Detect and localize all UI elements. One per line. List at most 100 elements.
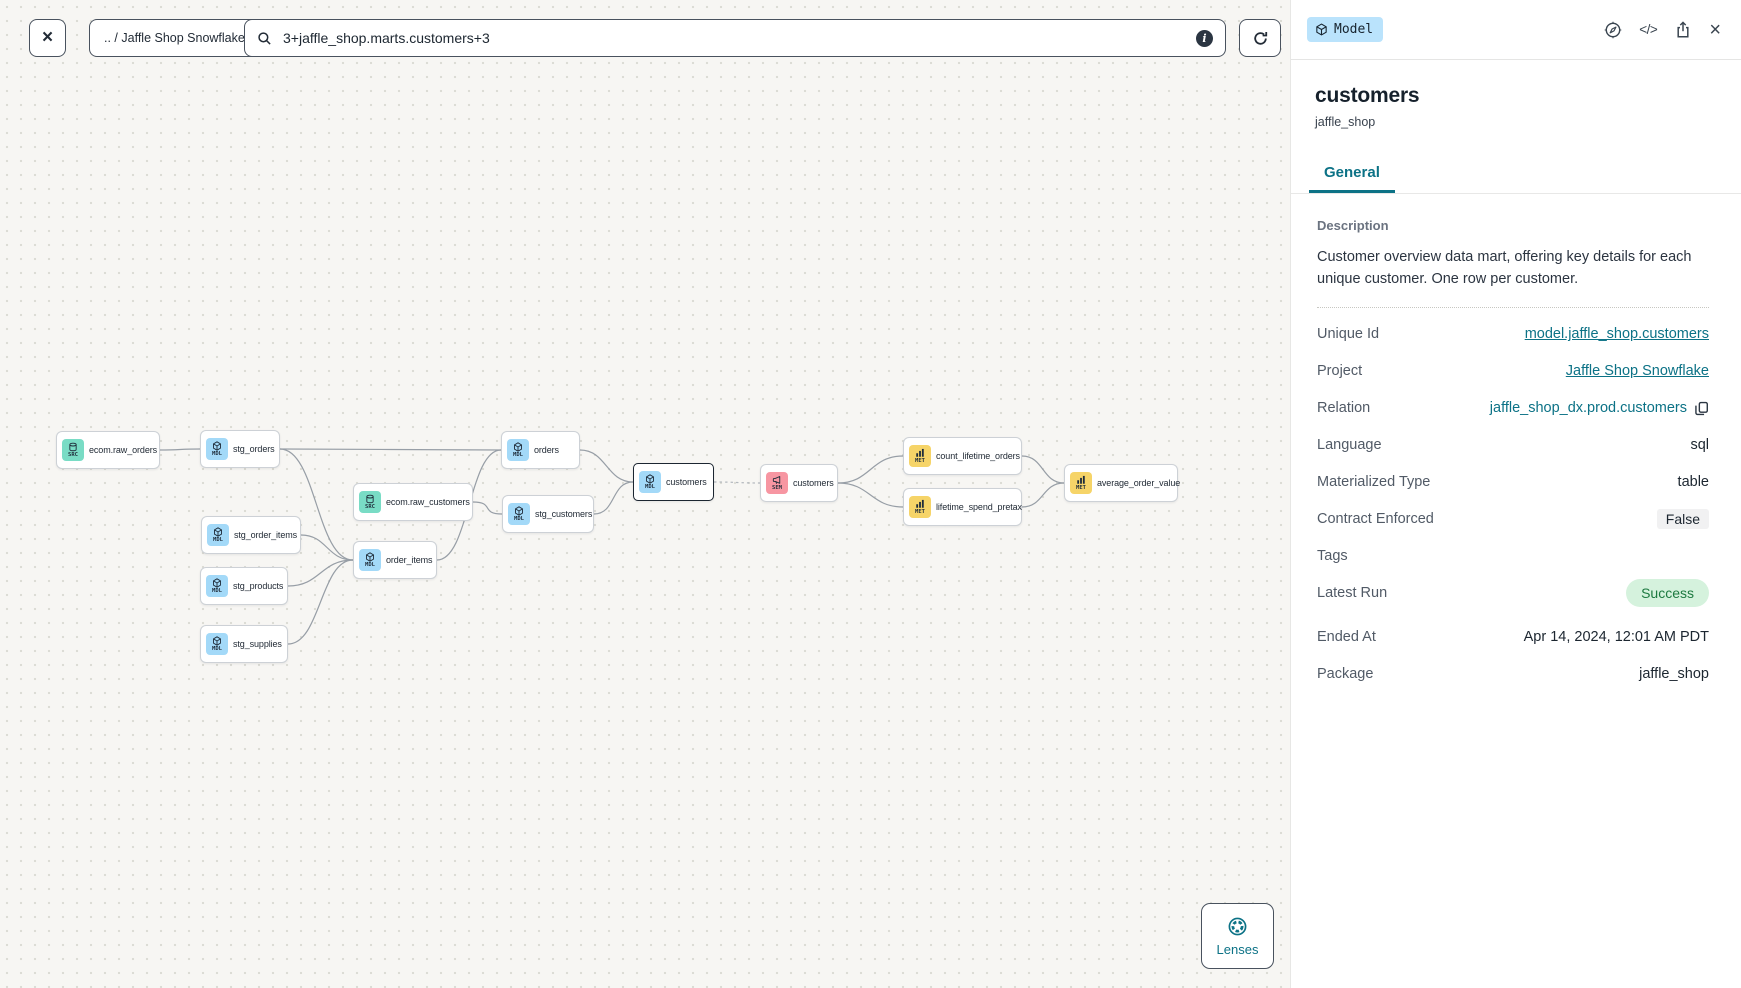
field-label-language: Language xyxy=(1317,437,1382,454)
explore-button[interactable] xyxy=(1604,20,1622,40)
mdl-icon: MDL xyxy=(206,438,228,460)
field-value-unique-id[interactable]: model.jaffle_shop.customers xyxy=(1524,326,1709,343)
dag-edge xyxy=(287,559,354,587)
resource-type-badge: Model xyxy=(1307,17,1384,42)
node-label: stg_orders xyxy=(233,444,275,454)
tab-general[interactable]: General xyxy=(1309,155,1395,193)
field-row-unique-id: Unique Id model.jaffle_shop.customers xyxy=(1317,316,1709,353)
dag-node-stg_customers[interactable]: MDL stg_customers xyxy=(502,495,594,533)
field-label-latest-run: Latest Run xyxy=(1317,585,1388,602)
dag-node-stg_orders[interactable]: MDL stg_orders xyxy=(200,430,280,468)
search-icon xyxy=(258,31,271,45)
node-label: order_items xyxy=(386,555,433,565)
description-text: Customer overview data mart, offering ke… xyxy=(1317,249,1692,288)
lenses-button[interactable]: Lenses xyxy=(1201,903,1274,969)
dag-edge xyxy=(837,455,904,484)
field-row-package: Package jaffle_shop xyxy=(1317,656,1709,693)
field-value-package: jaffle_shop xyxy=(1639,666,1709,683)
node-label: ecom.raw_orders xyxy=(89,445,158,455)
field-value-contract-enforced: False xyxy=(1656,509,1709,530)
field-label-project: Project xyxy=(1317,363,1363,380)
field-label-contract-enforced: Contract Enforced xyxy=(1317,511,1434,528)
lineage-search[interactable]: i xyxy=(244,19,1226,57)
lenses-icon xyxy=(1228,917,1247,935)
node-label: ecom.raw_customers xyxy=(386,497,470,507)
dag-node-order_items[interactable]: MDL order_items xyxy=(353,541,437,579)
field-label-ended-at: Ended At xyxy=(1317,629,1376,646)
dag-node-raw_orders[interactable]: SRC ecom.raw_orders xyxy=(56,431,160,469)
model-title: customers xyxy=(1315,84,1420,107)
copy-icon xyxy=(1695,401,1708,416)
node-label: average_order_value xyxy=(1097,478,1181,488)
node-label: stg_supplies xyxy=(233,639,282,649)
dag-edge xyxy=(579,449,634,483)
sem-icon: SEM xyxy=(766,472,788,494)
model-subtitle: jaffle_shop xyxy=(1315,115,1376,129)
copy-button[interactable] xyxy=(1694,401,1709,416)
src-icon: SRC xyxy=(359,491,381,513)
dag-edge xyxy=(593,481,634,515)
share-icon xyxy=(1677,20,1689,38)
node-label: stg_customers xyxy=(535,509,593,519)
met-icon: MET xyxy=(909,496,931,518)
dag-edge xyxy=(300,534,354,561)
mdl-icon: MDL xyxy=(207,524,229,546)
node-label: customers xyxy=(666,477,707,487)
refresh-icon xyxy=(1253,31,1267,45)
dag-edge xyxy=(279,448,502,451)
refresh-button[interactable] xyxy=(1239,19,1281,57)
dag-edge xyxy=(713,481,761,484)
mdl-icon: MDL xyxy=(508,503,530,525)
close-lineage-button[interactable]: × xyxy=(29,19,66,57)
divider xyxy=(1317,306,1709,308)
node-label: stg_order_items xyxy=(234,530,298,540)
dag-edge xyxy=(1021,455,1065,484)
field-value-relation: jaffle_shop_dx.prod.customers xyxy=(1489,400,1687,417)
status-badge: Success xyxy=(1626,579,1709,608)
dag-node-average_order_value[interactable]: MET average_order_value xyxy=(1064,464,1181,502)
dag-node-raw_customers[interactable]: SRC ecom.raw_customers xyxy=(353,483,473,521)
mdl-icon: MDL xyxy=(206,633,228,655)
mdl-icon: MDL xyxy=(507,439,529,461)
field-row-latest-run: Latest Run Success xyxy=(1317,575,1709,612)
search-input[interactable] xyxy=(281,29,1187,47)
mdl-icon: MDL xyxy=(359,549,381,571)
info-icon[interactable]: i xyxy=(1196,29,1213,47)
close-icon: × xyxy=(41,27,54,48)
dag-node-lifetime_spend_pretax[interactable]: MET lifetime_spend_pretax xyxy=(903,488,1022,526)
field-label-unique-id: Unique Id xyxy=(1317,326,1380,343)
field-value-project[interactable]: Jaffle Shop Snowflake xyxy=(1565,363,1709,380)
mdl-icon: MDL xyxy=(639,471,661,493)
details-panel: Model </> × xyxy=(1290,0,1741,988)
met-icon: MET xyxy=(1070,472,1092,494)
node-label: lifetime_spend_pretax xyxy=(936,502,1022,512)
field-label-package: Package xyxy=(1317,666,1374,683)
share-button[interactable] xyxy=(1674,20,1692,40)
field-label-relation: Relation xyxy=(1317,400,1371,417)
close-panel-button[interactable]: × xyxy=(1709,20,1721,40)
field-row-tags: Tags xyxy=(1317,538,1709,575)
breadcrumb[interactable]: .. / Jaffle Shop Snowflake xyxy=(89,19,260,57)
node-label: stg_products xyxy=(233,581,284,591)
dag-edge xyxy=(159,448,201,451)
dag-edge xyxy=(472,501,503,515)
dag-node-customers[interactable]: MDL customers xyxy=(633,463,714,501)
lenses-label: Lenses xyxy=(1216,941,1259,957)
resource-type-label: Model xyxy=(1334,22,1374,37)
src-icon: SRC xyxy=(62,439,84,461)
field-label-tags: Tags xyxy=(1317,548,1348,565)
dag-node-stg_supplies[interactable]: MDL stg_supplies xyxy=(200,625,288,663)
dag-node-stg_order_items[interactable]: MDL stg_order_items xyxy=(201,516,301,554)
breadcrumb-label: .. / Jaffle Shop Snowflake xyxy=(104,31,245,45)
view-code-button[interactable]: </> xyxy=(1639,20,1658,40)
panel-tabs: General xyxy=(1291,155,1741,194)
cube-icon xyxy=(1316,23,1327,36)
